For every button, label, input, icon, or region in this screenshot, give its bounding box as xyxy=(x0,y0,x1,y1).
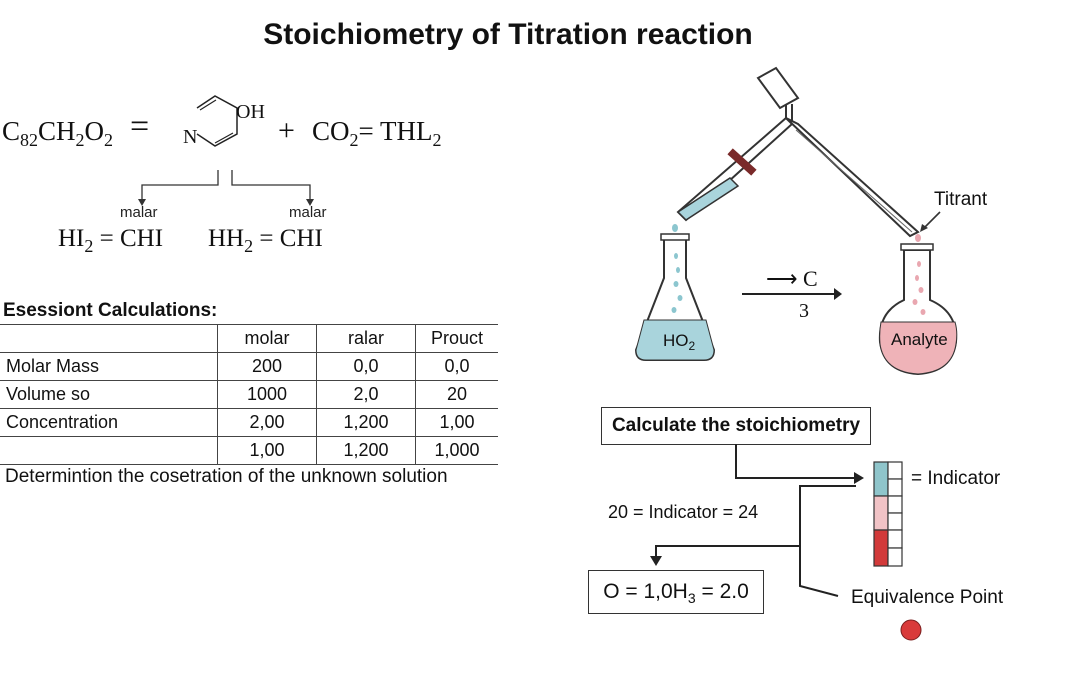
table-cell: 20 xyxy=(415,380,498,409)
indicator-strip xyxy=(873,461,903,567)
reactant-formula: C82CH2O2 xyxy=(2,116,114,150)
funnel-icon xyxy=(756,66,800,110)
left-flask-icon xyxy=(634,224,716,361)
table-cell: 1,200 xyxy=(316,436,416,465)
table-cell: Volume so xyxy=(0,380,218,409)
table-cell: 1,00 xyxy=(415,408,498,437)
titrant-label: Titrant xyxy=(934,189,988,210)
ring-atom-oh: OH xyxy=(236,101,265,123)
table-header-cell: molar xyxy=(217,324,317,353)
determination-note: Determintion the cosetration of the unkn… xyxy=(5,466,448,487)
table-header-cell: ralar xyxy=(316,324,416,353)
table-cell: 2,00 xyxy=(217,408,317,437)
product-formula: CO2= THL2 xyxy=(312,116,442,150)
left-flask-label: HO2 xyxy=(663,331,696,353)
table-cell: 1,00 xyxy=(217,436,317,465)
table-row: Volume so 1000 2,0 20 xyxy=(0,380,498,409)
table-row: Concentration 2,00 1,200 1,00 xyxy=(0,408,498,437)
table-row: Molar Mass 200 0,0 0,0 xyxy=(0,352,498,381)
branch-equation-right: HH2 = CHI xyxy=(208,225,323,256)
table-cell: 1,200 xyxy=(316,408,416,437)
branch-tag-right: malar xyxy=(289,204,327,221)
arrow-label-bottom: 3 xyxy=(799,300,809,322)
equals-sign: = xyxy=(130,108,150,145)
ring-atom-n: N xyxy=(183,126,198,148)
table-cell: Concentration xyxy=(0,408,218,437)
indicator-label: = Indicator xyxy=(911,468,1001,489)
arrow-label-top: ⟶ C xyxy=(766,266,818,291)
stopcock-clamp xyxy=(727,148,757,176)
table-cell: 200 xyxy=(217,352,317,381)
process-connectors xyxy=(650,444,922,641)
right-burette xyxy=(785,117,920,238)
table-cell: 1000 xyxy=(217,380,317,409)
table-header-cell: Prouct xyxy=(415,324,498,353)
plus-sign: + xyxy=(278,114,295,147)
right-flask-icon xyxy=(878,234,958,376)
result-box: O = 1,0H3 = 2.0 xyxy=(588,570,764,614)
equivalence-point-icon xyxy=(900,619,922,641)
table-cell: 0,0 xyxy=(316,352,416,381)
table-cell: 0,0 xyxy=(415,352,498,381)
left-burette xyxy=(676,116,794,222)
equivalence-point-label: Equivalence Point xyxy=(851,587,1004,608)
right-flask-label: Analyte xyxy=(891,330,948,349)
table-cell: Molar Mass xyxy=(0,352,218,381)
calculate-stoichiometry-box: Calculate the stoichiometry xyxy=(601,407,871,445)
titration-apparatus xyxy=(634,66,958,376)
branch-tag-left: malar xyxy=(120,204,158,221)
table-cell: 1,000 xyxy=(415,436,498,465)
table-header-row: molar ralar Prouct xyxy=(0,324,498,353)
page-title: Stoichiometry of Titration reaction xyxy=(263,18,753,51)
calculations-table: molar ralar Prouct Molar Mass 200 0,0 0,… xyxy=(0,324,498,465)
table-header-cell xyxy=(0,324,218,353)
branch-equation-left: HI2 = CHI xyxy=(58,225,164,256)
branch-arrows xyxy=(138,170,314,206)
table-cell xyxy=(0,436,218,465)
indicator-range: 20 = Indicator = 24 xyxy=(608,502,759,522)
table-cell: 2,0 xyxy=(316,380,416,409)
calculations-heading: Esessiont Calculations: xyxy=(3,300,218,321)
ring-structure xyxy=(196,95,238,147)
table-row: 1,00 1,200 1,000 xyxy=(0,436,498,465)
